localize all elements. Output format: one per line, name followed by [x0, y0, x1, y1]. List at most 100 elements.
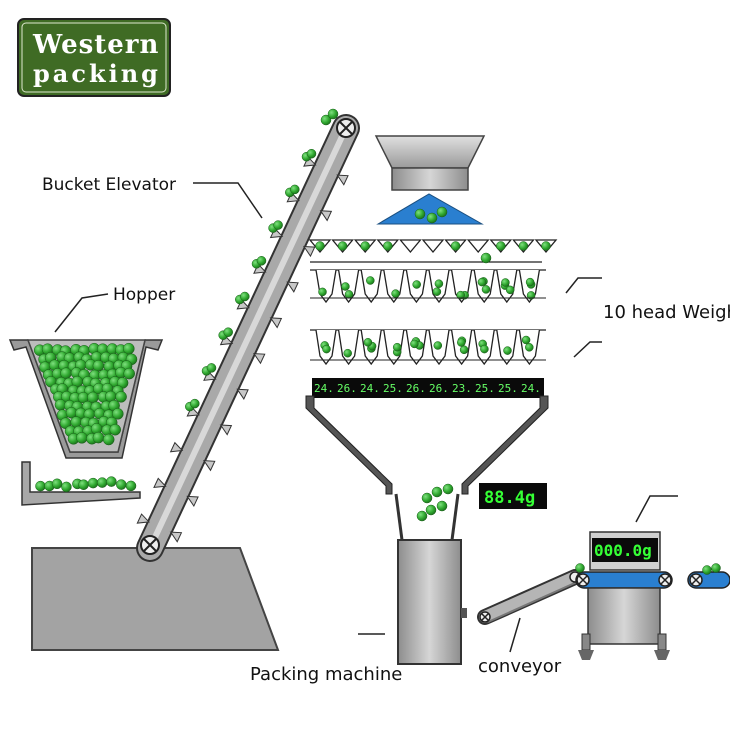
product-ball [290, 184, 300, 195]
product-ball [480, 252, 492, 264]
product-ball [477, 277, 487, 287]
weigher-readout: 25. [498, 382, 518, 395]
elevator-bucket [219, 424, 233, 436]
product-ball [123, 367, 135, 380]
elevator-bucket [286, 281, 299, 293]
product-ball [414, 208, 426, 220]
inclined-conveyor [477, 569, 583, 625]
elevator-bucket [253, 263, 267, 274]
product-ball [87, 477, 99, 489]
weigher-readout: 25. [475, 382, 495, 395]
elevator-bucket [136, 513, 150, 524]
product-ball [223, 327, 233, 337]
product-ball [501, 278, 510, 287]
feed-pan [466, 239, 490, 254]
product-ball [442, 483, 454, 495]
elevator-bucket [236, 388, 249, 400]
weigher-readouts: 24.26.24.25.26.26.23.25.25.24. [314, 382, 541, 395]
belt-product [575, 563, 721, 575]
weigher-readout: 24. [521, 382, 541, 395]
elevator-bucket [269, 227, 284, 239]
feed-pan [399, 239, 422, 254]
product-ball [503, 346, 512, 355]
product-ball [496, 241, 506, 251]
elevator-bucket [336, 174, 349, 186]
product-ball [125, 480, 137, 492]
elevator-bucket [169, 441, 184, 453]
product-ball [391, 289, 400, 298]
check-weigher-value: 000.0g [594, 541, 652, 560]
weigh-bucket [337, 329, 360, 366]
product-ball [273, 220, 283, 230]
product-ball [410, 339, 419, 349]
product-ball [366, 276, 375, 285]
product-ball [421, 492, 433, 504]
elevator-bucket [236, 298, 250, 310]
elevator-bucket [303, 156, 317, 167]
elevator-bucket [186, 495, 199, 508]
product-ball [459, 345, 469, 355]
weigher-readout: 24. [314, 382, 334, 395]
elevator-bucket [153, 477, 167, 489]
product-ball [711, 563, 721, 573]
feeder-tray [21, 461, 141, 506]
product-ball [341, 282, 350, 291]
elevator-bucket [219, 334, 234, 346]
elevator-buckets [136, 156, 349, 543]
product-ball [525, 277, 535, 287]
elevator-bucket [169, 531, 183, 543]
label-packing-machine: Packing machine [250, 664, 402, 685]
product-ball [106, 476, 117, 487]
product-ball [344, 290, 354, 299]
weigh-bucket [360, 269, 382, 304]
brand-logo: Western packing [17, 18, 171, 97]
product-ball [115, 391, 127, 403]
weigher-readout: 24. [360, 382, 380, 395]
weigher-readout: 23. [452, 382, 472, 395]
product-ball [481, 285, 491, 294]
leader-lines [54, 182, 678, 653]
label-conveyor: conveyor [478, 656, 562, 677]
product-ball [436, 206, 448, 218]
product-ball [306, 148, 317, 159]
elevator-bucket [203, 460, 216, 472]
product-ball [480, 344, 489, 354]
product-ball [190, 398, 200, 409]
weigher-readout-bar [312, 378, 544, 398]
product-ball [61, 481, 72, 493]
product-ball [457, 338, 466, 347]
feed-pan [421, 239, 445, 254]
weigher-readout: 26. [429, 382, 449, 395]
weigher-output-display: 88.4g [479, 483, 547, 509]
product-ball [436, 500, 448, 512]
label-bucket-elevator: Bucket Elevator [42, 175, 176, 195]
product-ball [575, 563, 585, 573]
product-ball [51, 478, 63, 490]
product-ball [541, 241, 551, 251]
weigh-bucket [315, 269, 337, 304]
product-ball [92, 359, 105, 372]
product-ball [337, 241, 348, 251]
product-ball [431, 486, 443, 498]
weigher-readout: 25. [383, 382, 403, 395]
product-ball [383, 241, 393, 251]
weigher-readout: 26. [337, 382, 357, 395]
weigher-infeed [374, 135, 486, 225]
packing-machine [397, 539, 467, 665]
elevator-bucket [269, 317, 283, 329]
product-ball [426, 212, 438, 224]
product-ball [206, 363, 217, 373]
elevator-base [31, 547, 280, 651]
product-ball [525, 343, 534, 352]
product-ball [116, 479, 127, 490]
product-ball [521, 335, 531, 345]
hopper [8, 339, 164, 459]
product-ball [35, 480, 46, 492]
label-hopper: Hopper [113, 285, 175, 305]
product-ball [96, 477, 108, 488]
product-ball [526, 291, 536, 300]
product-ball [434, 279, 444, 288]
product-ball [416, 510, 428, 522]
multihead-weigher [308, 206, 558, 366]
